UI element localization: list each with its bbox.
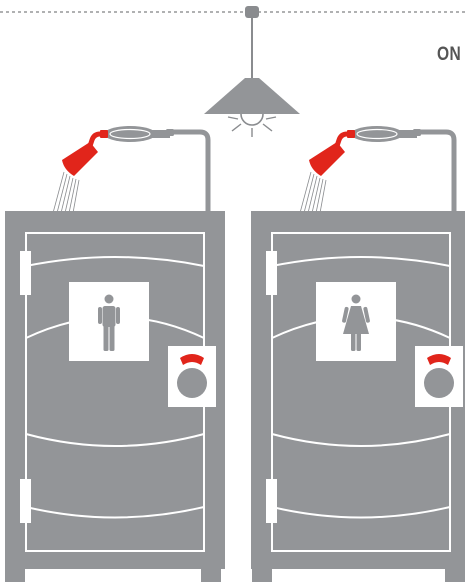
cabin-foot — [252, 568, 272, 582]
status-label: ON — [437, 44, 461, 66]
restroom-sign-female — [316, 282, 396, 361]
door-hinge — [266, 251, 277, 295]
door-hinge — [266, 479, 277, 523]
shower-valve-dial-icon — [415, 346, 463, 407]
shower-valve-dial-icon — [168, 346, 216, 407]
cabin-foot — [5, 568, 25, 582]
cabin-foot — [445, 568, 465, 582]
door-hinge — [20, 479, 31, 523]
door-hinge — [20, 251, 31, 295]
cabin-foot — [201, 568, 221, 582]
restroom-sign-male — [69, 282, 149, 361]
